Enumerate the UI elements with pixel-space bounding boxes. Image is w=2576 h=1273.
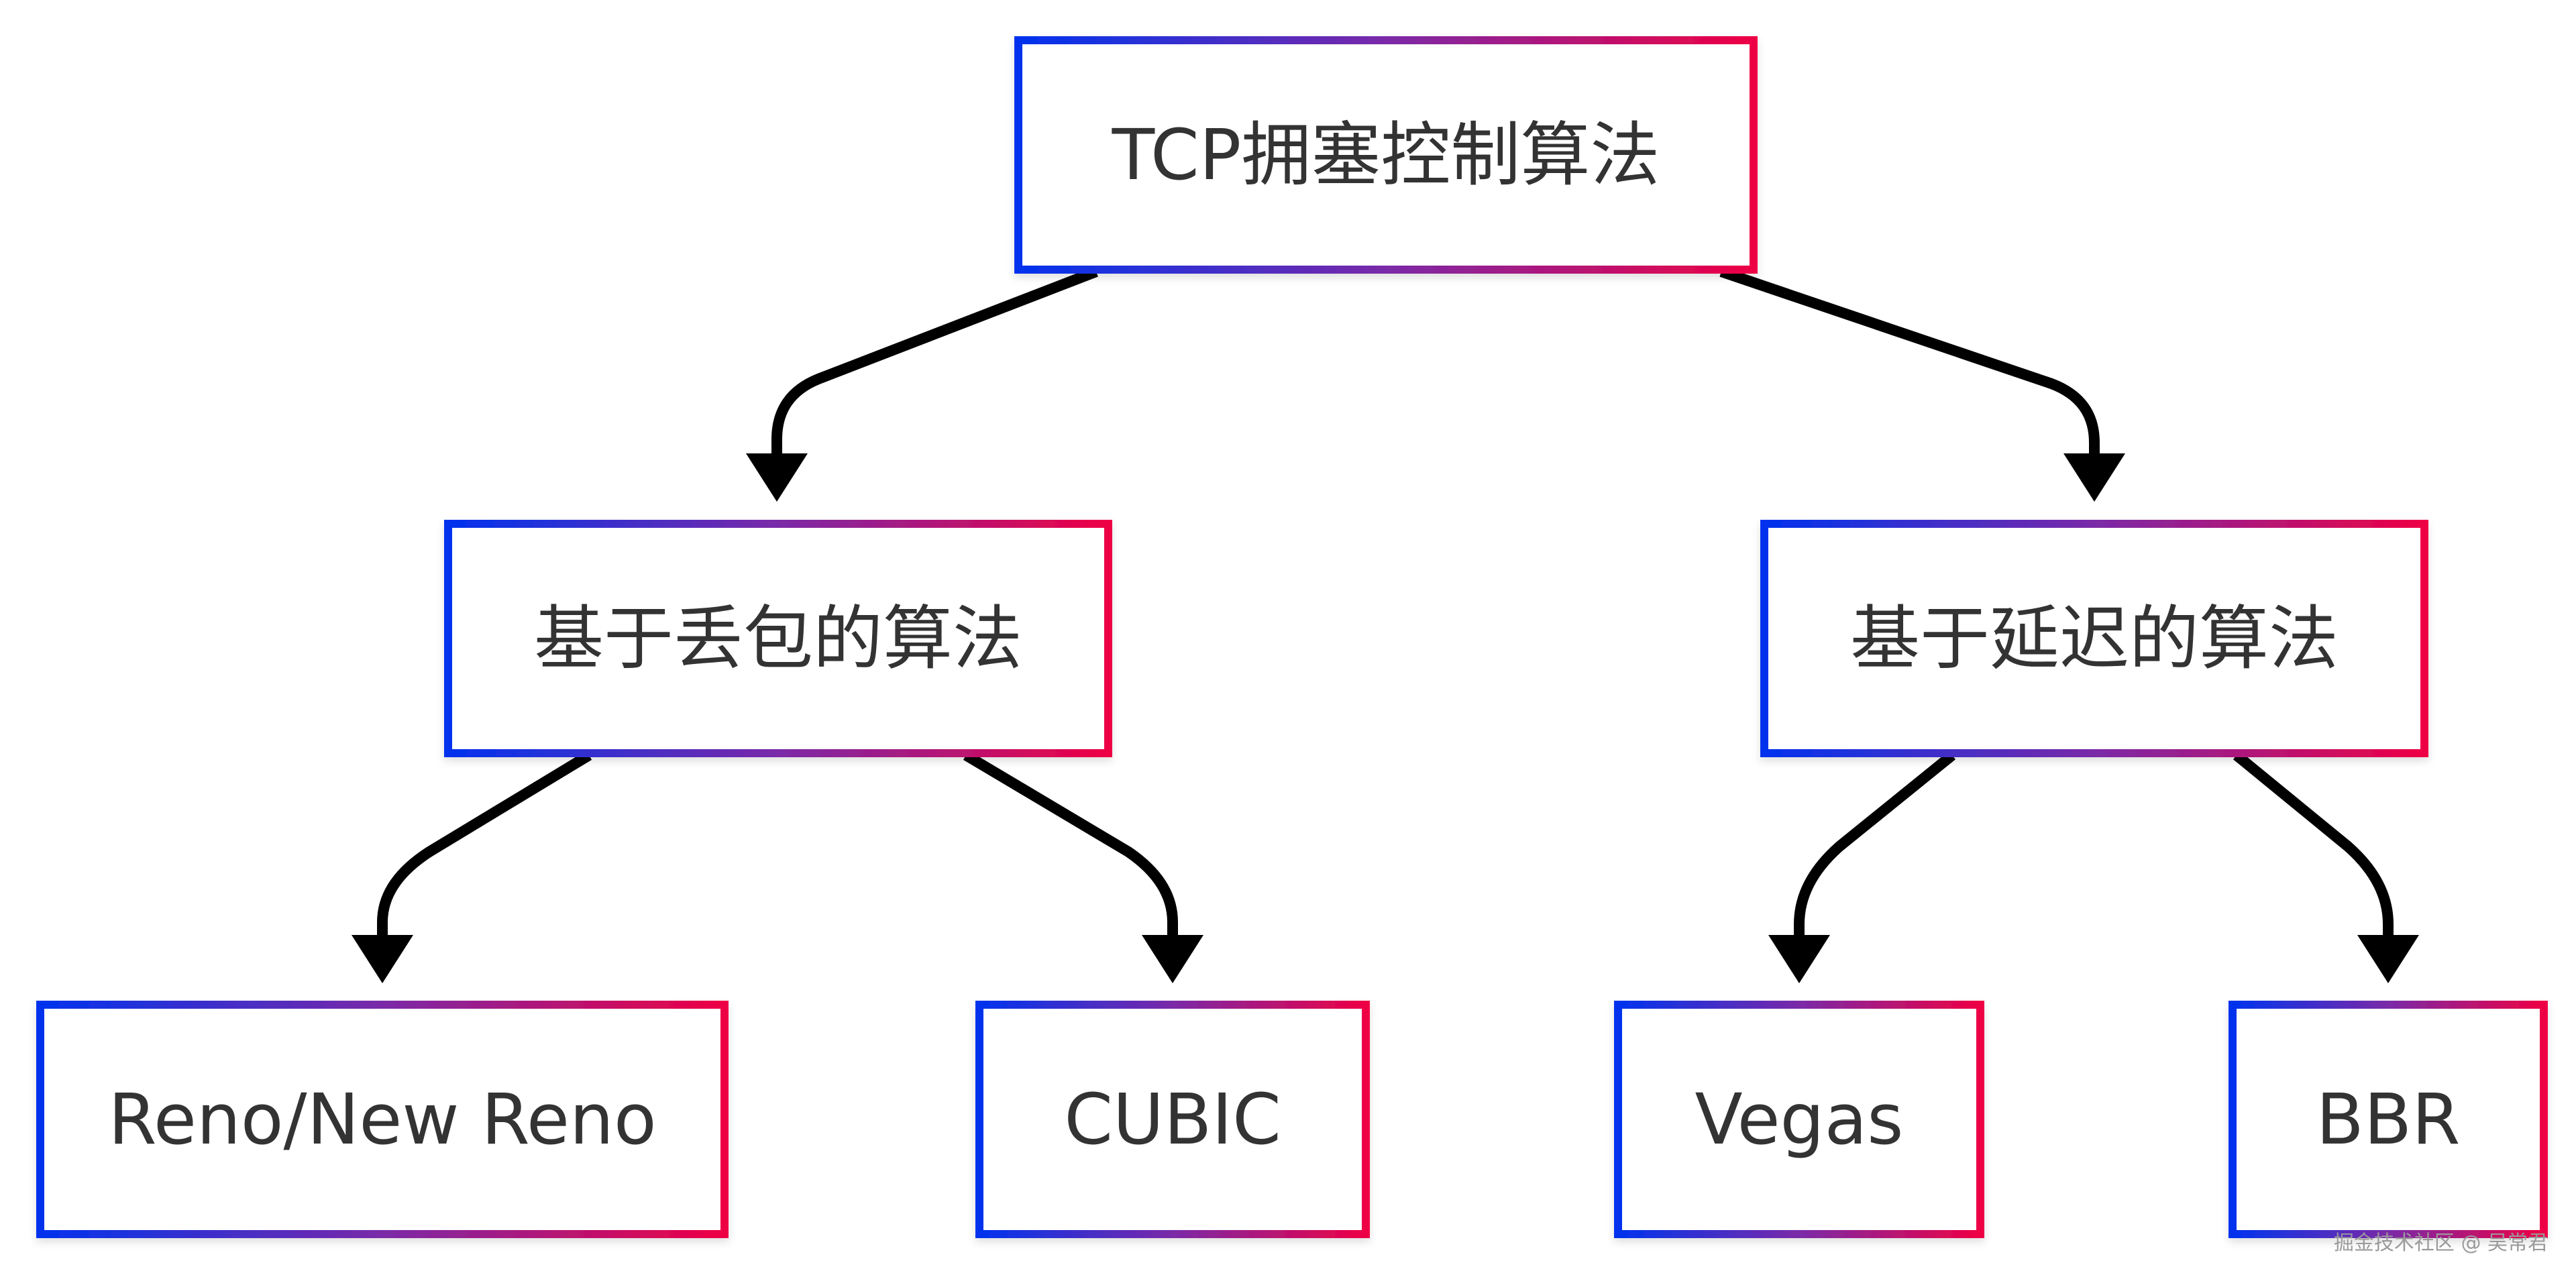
node-loss-based: 基于丢包的算法 [444, 520, 1112, 757]
node-bbr-box [2229, 1001, 2548, 1238]
arrowhead-loss-based [746, 453, 808, 502]
node-reno-box [36, 1001, 729, 1238]
node-delay-based: 基于延迟的算法 [1760, 520, 2428, 757]
arrowhead-reno [352, 935, 413, 983]
edge-delay-based-to-bbr [2233, 751, 2394, 938]
node-delay-based-label: 基于延迟的算法 [1850, 598, 2339, 679]
node-reno: Reno/New Reno [36, 1001, 729, 1238]
edge-root-to-delay-based [1719, 266, 2100, 456]
watermark: 掘金技术社区 @ 吴常君 [2333, 1231, 2548, 1255]
node-loss-based-box [444, 520, 1112, 757]
node-bbr-label: BBR [2316, 1078, 2461, 1160]
node-bbr: BBR [2229, 1001, 2548, 1238]
arrowhead-delay-based [2063, 453, 2125, 502]
edge-loss-based-to-reno [377, 751, 592, 938]
node-vegas: Vegas [1614, 1001, 1984, 1238]
arrowhead-vegas [1768, 935, 1830, 983]
edge-delay-based-to-vegas [1794, 751, 1956, 938]
arrowhead-bbr [2357, 935, 2419, 983]
node-cubic-box [975, 1001, 1370, 1238]
arrowhead-cubic [1142, 935, 1203, 983]
node-cubic-label: CUBIC [1064, 1078, 1281, 1160]
node-vegas-box [1614, 1001, 1984, 1238]
edge-loss-based-to-cubic [963, 751, 1178, 938]
node-reno-label: Reno/New Reno [108, 1078, 656, 1160]
node-root-label: TCP拥塞控制算法 [1112, 114, 1660, 196]
node-root-box [1014, 36, 1758, 274]
node-cubic: CUBIC [975, 1001, 1370, 1238]
node-root: TCP拥塞控制算法 [1014, 36, 1758, 274]
nodes: TCP拥塞控制算法 基于丢包的算法 基于延迟的算法 Reno/New Reno … [36, 36, 2548, 1238]
node-vegas-label: Vegas [1695, 1078, 1904, 1160]
edge-root-to-loss-based [771, 266, 1098, 456]
edges [352, 266, 2419, 983]
node-delay-based-box [1760, 520, 2428, 757]
node-loss-based-label: 基于丢包的算法 [534, 598, 1022, 679]
